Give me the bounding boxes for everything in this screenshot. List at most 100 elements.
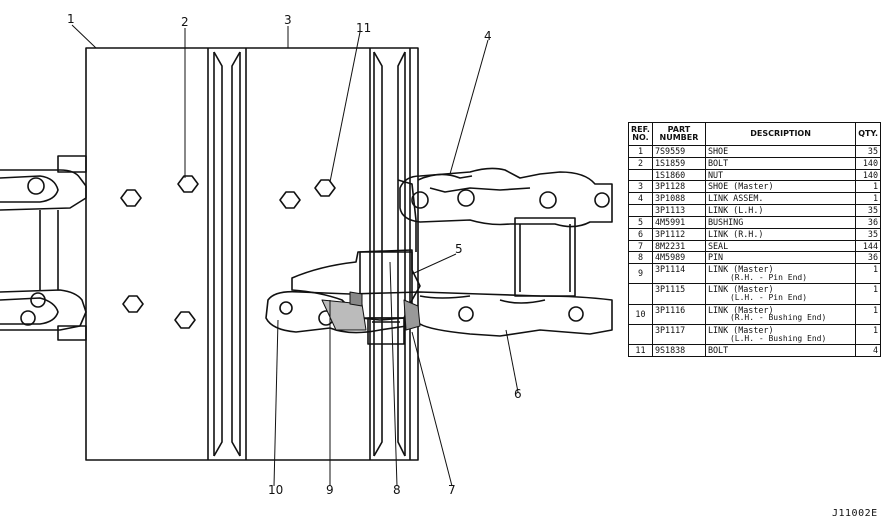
ref-cell: 6 [628, 227, 653, 241]
description-cell: LINK (Master)(L.H. - Bushing End) [704, 323, 857, 345]
ref-cell-text: 4 [637, 193, 643, 204]
description-cell-text: LINK (Master) [707, 264, 774, 275]
callout-7: 7 [448, 483, 456, 497]
ref-cell-text: 7 [637, 240, 643, 251]
qty-cell-text: 1 [872, 181, 878, 192]
ref-cell: 4 [628, 192, 653, 206]
description-subtext: (L.H. - Bushing End) [729, 333, 827, 343]
qty-cell-text: 1 [872, 284, 878, 295]
description-cell-text: LINK (Master) [707, 284, 774, 295]
ref-cell: 5 [628, 215, 653, 229]
part-number-cell: 3P1115 [651, 283, 706, 305]
callout-11: 11 [356, 21, 371, 35]
ref-cell-text: 6 [637, 228, 643, 239]
ref-cell-text: 1 [637, 146, 643, 156]
part-number-cell: 3P1117 [651, 323, 706, 345]
qty-cell: 35 [855, 145, 881, 158]
ref-cell [628, 204, 653, 217]
qty-cell: 35 [855, 227, 881, 241]
qty-cell-text: 36 [867, 252, 878, 263]
ref-cell: 8 [628, 251, 653, 265]
description-cell: PIN [704, 251, 857, 265]
qty-cell: 144 [855, 239, 881, 253]
pin-section [291, 179, 421, 345]
part-number-cell-text: 3P1112 [654, 228, 686, 239]
qty-cell-text: 35 [867, 146, 878, 156]
table-header-row: REF. NO. PART NUMBER DESCRIPTION QTY. [628, 122, 881, 146]
description-cell-text: LINK (R.H.) [707, 228, 764, 239]
part-number-cell-text: 3P1115 [654, 284, 686, 295]
description-cell-text: SHOE (Master) [707, 181, 774, 192]
ref-cell-text: 9 [637, 268, 643, 279]
qty-cell: 36 [855, 251, 881, 265]
table-row: 1S1860 NUT 140 [628, 168, 881, 182]
qty-cell-text: 140 [862, 157, 878, 168]
callout-2: 2 [181, 15, 189, 29]
part-number-cell: 7S9559 [651, 145, 706, 158]
qty-cell: 140 [855, 168, 881, 182]
part-number-cell-text: 8M2231 [654, 240, 686, 251]
table-row: 7 8M2231 SEAL 144 [628, 239, 881, 253]
part-number-cell: 3P1116 [651, 303, 706, 325]
callout-10: 10 [268, 483, 283, 497]
part-number-cell: 3P1114 [651, 263, 706, 285]
drawing-id: J11002E [832, 508, 878, 519]
description-subtext: (R.H. - Pin End) [729, 272, 808, 282]
ref-cell: 9 [628, 263, 653, 285]
qty-cell: 1 [855, 323, 881, 345]
qty-cell: 1 [855, 283, 881, 305]
description-cell-text: LINK (Master) [707, 324, 774, 335]
qty-cell-text: 35 [867, 205, 878, 216]
ref-cell [628, 168, 653, 182]
ref-cell-text: 11 [635, 344, 646, 355]
callout-3: 3 [284, 13, 292, 27]
description-cell: LINK (Master)(R.H. - Bushing End) [704, 303, 857, 325]
shoe-bolts [120, 175, 336, 329]
leader-lines [71, 24, 519, 487]
table-row: 3P1115 LINK (Master)(L.H. - Pin End) 1 [628, 283, 881, 305]
part-number-cell: 3P1088 [651, 192, 706, 206]
qty-cell: 4 [855, 343, 881, 357]
qty-cell-text: 140 [862, 169, 878, 180]
description-cell: BOLT [704, 156, 857, 170]
part-number-cell: 3P1112 [651, 227, 706, 241]
description-cell-text: LINK (Master) [707, 304, 774, 315]
part-number-cell: 4M5991 [651, 215, 706, 229]
qty-cell-text: 35 [867, 228, 878, 239]
part-number-cell-text: 7S9559 [654, 146, 686, 156]
part-number-cell: 8M2231 [651, 239, 706, 253]
qty-cell-text: 1 [872, 304, 878, 315]
description-cell: NUT [704, 168, 857, 182]
description-cell: BOLT [704, 343, 857, 357]
description-cell: LINK (Master)(L.H. - Pin End) [704, 283, 857, 305]
description-cell-text: BOLT [707, 344, 729, 355]
ref-cell-text: 5 [637, 216, 643, 227]
right-chain-upper [399, 167, 613, 297]
description-cell-text: LINK (L.H.) [707, 205, 764, 216]
ref-cell: 1 [628, 145, 653, 158]
part-number-cell: 3P1113 [651, 204, 706, 217]
description-cell: SEAL [704, 239, 857, 253]
header-qty: QTY. [855, 122, 881, 146]
qty-cell-text: 144 [862, 240, 878, 251]
callout-numbers: 1 2 3 4 5 6 7 8 9 10 11 [67, 12, 522, 497]
right-chain-lower [265, 290, 613, 337]
ref-cell: 7 [628, 239, 653, 253]
table-row: 11 9S1838 BOLT 4 [628, 343, 881, 357]
ref-cell [628, 283, 653, 305]
part-number-cell-text: 1S1860 [654, 169, 686, 180]
description-cell: SHOE (Master) [704, 180, 857, 194]
callout-4: 4 [484, 29, 492, 43]
part-number-cell: 3P1128 [651, 180, 706, 194]
part-number-cell-text: 9S1838 [654, 344, 686, 355]
part-number-cell-text: 3P1117 [654, 324, 686, 335]
qty-cell-text: 4 [872, 344, 878, 355]
